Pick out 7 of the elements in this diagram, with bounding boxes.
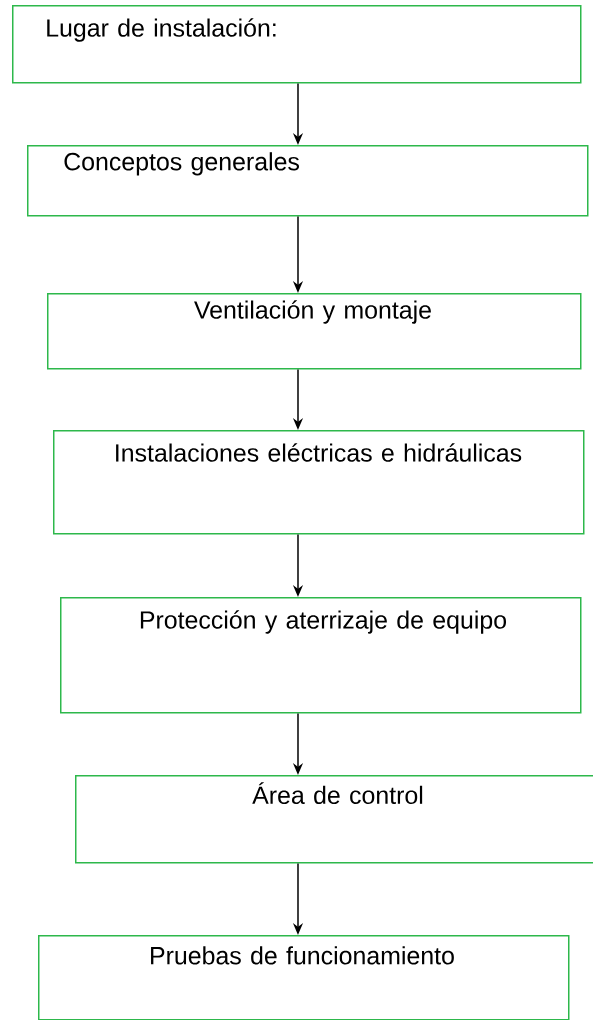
process-box: Pruebas de funcionamiento [38,935,570,1020]
process-box: Área de control [75,775,593,864]
process-box: Instalaciones eléctricas e hidráulicas [53,430,585,535]
process-box: Ventilación y montaje [47,293,582,370]
process-box: Conceptos generales [27,145,589,217]
process-box: Lugar de instalación: [12,5,582,84]
process-box: Protección y aterrizaje de equipo [60,597,582,714]
